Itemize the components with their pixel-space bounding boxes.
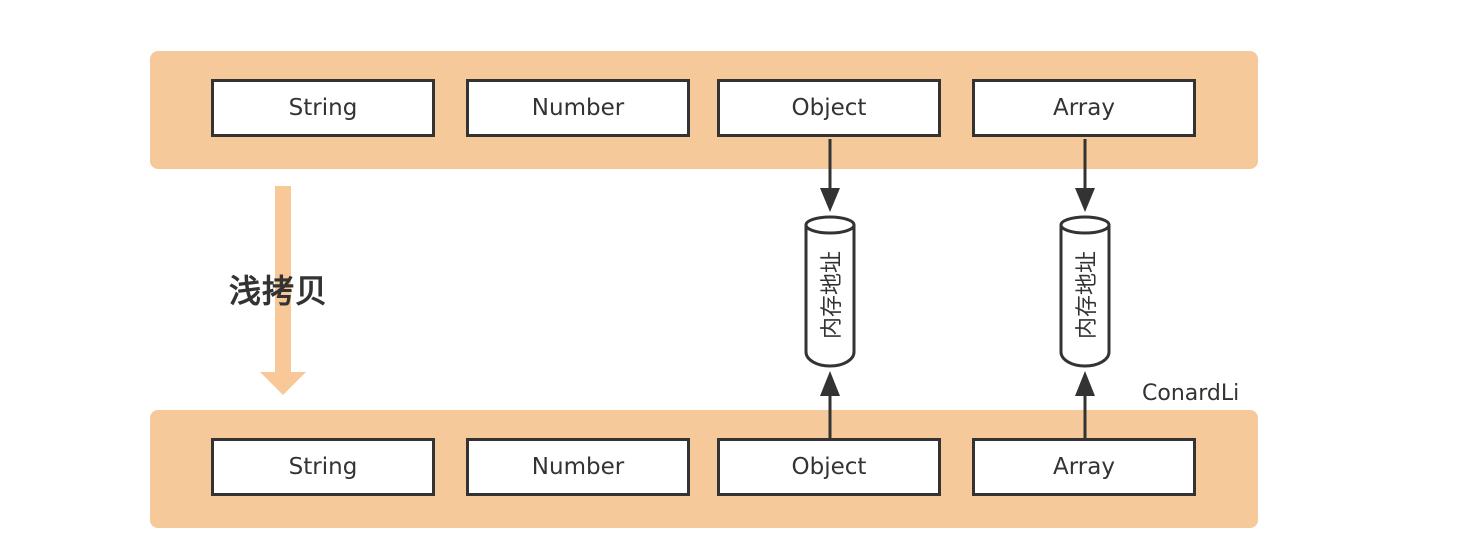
shallow-copy-label: 浅拷贝 bbox=[229, 272, 329, 310]
array-memory-label-text: 内存地址 bbox=[1075, 250, 1101, 340]
object-memory-cylinder-icon bbox=[804, 215, 856, 368]
top-object-box: Object bbox=[717, 79, 941, 137]
bottom-array-box: Array bbox=[972, 438, 1196, 496]
array-memory-cylinder-icon bbox=[1059, 215, 1111, 368]
bottom-object-box: Object bbox=[717, 438, 941, 496]
bottom-string-box: String bbox=[211, 438, 435, 496]
object-memory-label-text: 内存地址 bbox=[820, 250, 846, 340]
top-number-box: Number bbox=[466, 79, 690, 137]
top-string-box: String bbox=[211, 79, 435, 137]
bottom-number-box: Number bbox=[466, 438, 690, 496]
copy-arrow-icon bbox=[260, 186, 306, 395]
array-memory-label: 内存地址 bbox=[1065, 225, 1105, 365]
object-arrow-down-icon bbox=[820, 139, 840, 212]
author-watermark: ConardLi bbox=[1142, 381, 1240, 406]
array-arrow-up-icon bbox=[1075, 371, 1095, 438]
array-arrow-down-icon bbox=[1075, 139, 1095, 212]
object-arrow-up-icon bbox=[820, 371, 840, 438]
object-memory-label: 内存地址 bbox=[810, 225, 850, 365]
top-array-box: Array bbox=[972, 79, 1196, 137]
